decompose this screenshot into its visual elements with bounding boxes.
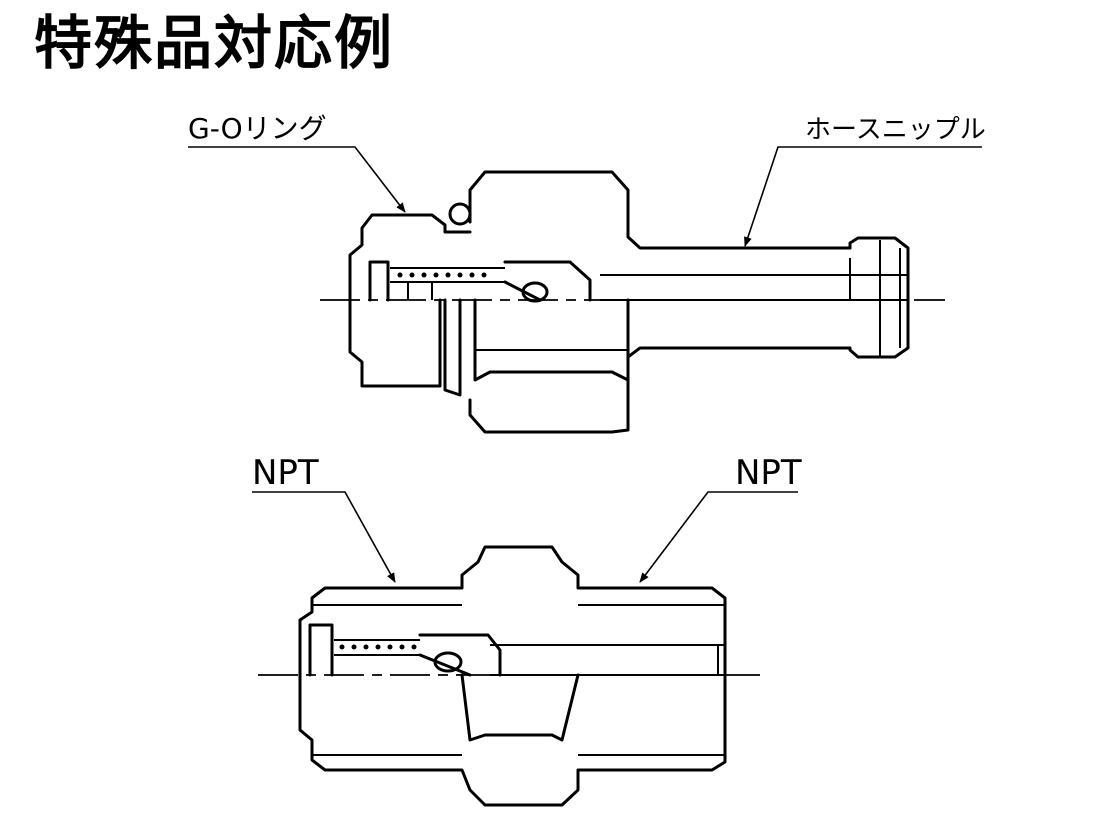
sleeve bbox=[443, 298, 462, 397]
npt-left-label: NPT bbox=[252, 453, 319, 493]
bottom-valve-ball bbox=[433, 651, 463, 673]
spring-dots bbox=[397, 272, 487, 278]
npt-right-leader bbox=[639, 491, 798, 583]
spring-coil bbox=[390, 267, 505, 283]
bottom-valve-seat bbox=[418, 633, 502, 677]
o-ring-label: G-Oリング bbox=[188, 112, 327, 145]
nut-upper bbox=[348, 213, 472, 302]
bottom-collar bbox=[308, 623, 334, 677]
valve-ball bbox=[521, 281, 549, 303]
o-ring-leader bbox=[188, 146, 406, 213]
nut-outer bbox=[348, 298, 442, 388]
page-title: 特殊品対応例 bbox=[34, 9, 395, 77]
bottom-spring bbox=[334, 639, 420, 656]
bottom-spring-dots bbox=[339, 644, 417, 650]
inner-collar bbox=[368, 260, 390, 302]
bottom-body-outer bbox=[298, 545, 727, 807]
o-ring-ball bbox=[448, 202, 472, 226]
top-hex-lower bbox=[473, 298, 630, 382]
hose-nipple-fitting bbox=[188, 146, 982, 434]
npt-right-label: NPT bbox=[735, 453, 802, 493]
hose-nipple-leader bbox=[744, 146, 982, 247]
npt-left-leader bbox=[252, 491, 396, 583]
bottom-hex bbox=[460, 673, 580, 742]
top-body bbox=[468, 170, 852, 250]
npt-fitting bbox=[252, 491, 798, 807]
hose-nipple-label: ホースニップル bbox=[805, 115, 986, 145]
hose-tail bbox=[468, 236, 910, 434]
